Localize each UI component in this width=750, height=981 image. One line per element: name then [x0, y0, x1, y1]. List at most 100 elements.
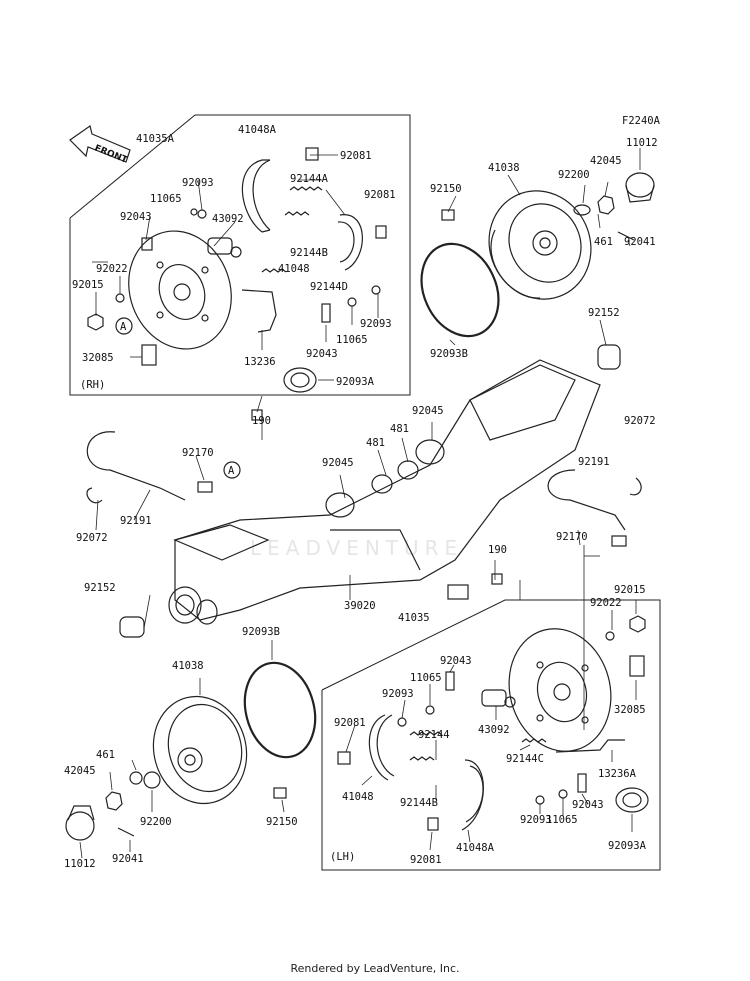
rh-brake-drum	[488, 190, 592, 300]
part-label: 41048A	[238, 124, 277, 136]
part-label: 92041	[624, 236, 656, 248]
axle-bearings	[119, 344, 621, 638]
callout-a-top: A	[120, 321, 127, 333]
part-label: 13236	[244, 356, 276, 368]
lh-wheel-cylinder	[481, 689, 516, 708]
lh-brake-drum	[152, 695, 248, 805]
part-label: 11012	[64, 858, 96, 870]
part-label: 42045	[590, 155, 622, 167]
part-label: 481	[366, 437, 385, 449]
part-label: 41038	[172, 660, 204, 672]
rh-small-hardware	[87, 208, 381, 331]
part-label: 92093A	[336, 376, 375, 388]
lh-small-hardware	[397, 615, 646, 805]
part-label: 92144C	[506, 753, 544, 765]
part-label: 92045	[412, 405, 444, 417]
part-label: 92081	[334, 717, 366, 729]
rh-hub-cap	[625, 172, 655, 203]
part-label: 461	[594, 236, 613, 248]
rh-o-ring	[420, 242, 500, 338]
rh-seal	[283, 367, 317, 393]
part-label: 92081	[364, 189, 396, 201]
part-label: 41038	[488, 162, 520, 174]
footer-credit: Rendered by LeadVenture, Inc.	[290, 962, 460, 975]
part-label: 92200	[558, 169, 590, 181]
part-label: 92043	[120, 211, 152, 223]
callout-circles	[115, 317, 241, 479]
part-label: 42045	[64, 765, 96, 777]
part-label: 11065	[336, 334, 368, 346]
part-label: 92015	[614, 584, 646, 596]
part-label: 92043	[440, 655, 472, 667]
part-label: 39020	[344, 600, 376, 612]
rh-group-label: (RH)	[80, 379, 105, 391]
part-label: 92041	[112, 853, 144, 865]
part-label: 11065	[546, 814, 578, 826]
part-label: 92093B	[430, 348, 468, 360]
lh-springs	[409, 731, 547, 761]
breather-hoses	[86, 409, 642, 585]
part-label: 41048	[278, 263, 310, 275]
part-label: 92093A	[608, 840, 647, 852]
part-label: 43092	[212, 213, 244, 225]
part-label: 92152	[84, 582, 116, 594]
lh-o-ring	[243, 661, 317, 759]
part-label: 92072	[76, 532, 108, 544]
part-label: 92144D	[310, 281, 348, 293]
part-label: 92081	[410, 854, 442, 866]
part-label: 13236A	[598, 768, 637, 780]
part-label: 92144B	[290, 247, 328, 259]
part-label: 481	[390, 423, 409, 435]
leader-lines	[79, 148, 641, 859]
part-label: 92045	[322, 457, 354, 469]
front-arrow-icon: FRONT	[69, 125, 131, 166]
diagram-code: F2240A	[622, 115, 661, 127]
part-label: 461	[96, 749, 115, 761]
rh-springs	[261, 186, 346, 273]
part-label: 92093	[520, 814, 552, 826]
part-label: 92170	[182, 447, 214, 459]
part-label: 92022	[590, 597, 622, 609]
part-label: 92150	[266, 816, 298, 828]
rh-backing-plate	[128, 230, 232, 350]
part-label: 32085	[82, 352, 114, 364]
watermark-text: LEADVENTURE	[250, 536, 463, 560]
part-label: 190	[488, 544, 507, 556]
rh-brake-shoe	[337, 214, 363, 271]
lh-clips	[337, 655, 645, 831]
part-label: 11065	[150, 193, 182, 205]
part-label: 32085	[614, 704, 646, 716]
lh-backing-plate	[508, 628, 612, 752]
lh-brake-group: (LH)	[321, 599, 661, 871]
lh-group-label: (LH)	[330, 851, 355, 863]
part-label: 92200	[140, 816, 172, 828]
part-label: 92081	[340, 150, 372, 162]
part-label: 92093B	[242, 626, 280, 638]
part-label: 92144	[418, 729, 450, 741]
rh-wheel-cylinder	[207, 237, 242, 258]
part-label: 92093	[182, 177, 214, 189]
part-label: 11012	[626, 137, 658, 149]
part-label: 190	[252, 415, 271, 427]
part-label: 92072	[624, 415, 656, 427]
part-label: 92144B	[400, 797, 438, 809]
part-label: 41035	[398, 612, 430, 624]
part-label: 92150	[430, 183, 462, 195]
lh-lever	[555, 739, 625, 753]
axle-housing	[168, 359, 601, 625]
part-label: 92043	[572, 799, 604, 811]
part-label: 41048A	[456, 842, 495, 854]
rh-hub-nut	[441, 195, 635, 241]
part-label: 92022	[96, 263, 128, 275]
part-label: 92191	[120, 515, 152, 527]
part-label: 92191	[578, 456, 610, 468]
part-label: 92144A	[290, 173, 329, 185]
part-label: 11065	[410, 672, 442, 684]
part-labels: 41035A 41048A 92081 92093 11065 92043 43…	[64, 124, 658, 870]
rh-brake-group: (RH)	[69, 114, 411, 396]
lh-brake-shoe	[368, 714, 395, 781]
lh-brake-shoe-a	[461, 759, 484, 831]
callout-a-mid: A	[228, 465, 235, 477]
part-label: 92093	[382, 688, 414, 700]
